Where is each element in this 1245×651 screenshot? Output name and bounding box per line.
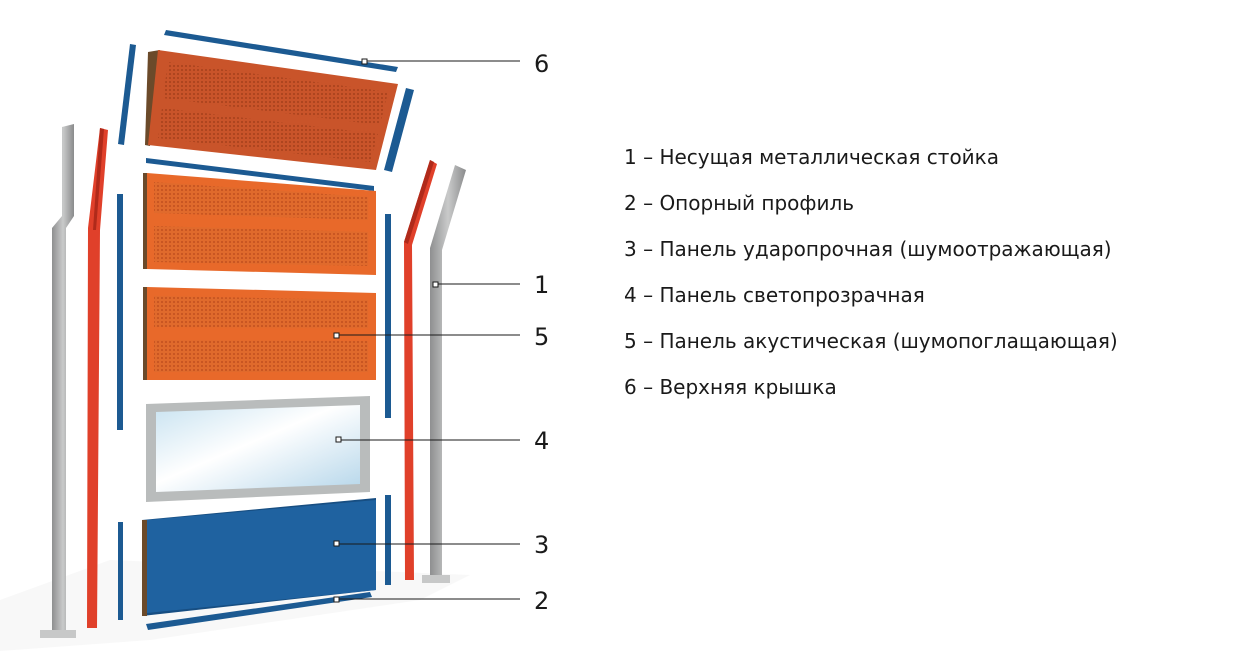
right-blue-profiles [385, 214, 391, 585]
right-red-profile [404, 160, 437, 580]
legend-item: 3 – Панель ударопрочная (шумоотражающая) [624, 237, 1112, 261]
callout-3: 3 [534, 531, 549, 559]
support-profile [146, 592, 372, 630]
callout-1: 1 [534, 271, 549, 299]
impact-panel [142, 498, 376, 616]
legend-item: 5 – Панель акустическая (шумопоглащающая… [624, 329, 1118, 353]
blue-profile-mid [146, 158, 374, 191]
right-metal-post [422, 165, 466, 583]
callout-5: 5 [534, 323, 549, 351]
acoustic-panel-lower [143, 287, 376, 380]
legend: 1 – Несущая металлическая стойка 2 – Опо… [624, 143, 1118, 419]
callout-lines [333, 58, 520, 603]
legend-item: 6 – Верхняя крышка [624, 375, 837, 399]
transparent-panel [146, 396, 370, 502]
acoustic-panel-upper [143, 173, 376, 275]
right-tilted-blue-profile [384, 88, 414, 172]
left-red-profile [87, 128, 108, 628]
top-acoustic-panel [145, 50, 398, 170]
callout-2: 2 [534, 587, 549, 615]
legend-item: 2 – Опорный профиль [624, 191, 855, 215]
legend-item: 1 – Несущая металлическая стойка [624, 145, 1000, 169]
left-blue-profiles [117, 44, 136, 620]
top-cap [164, 30, 398, 72]
callout-4: 4 [534, 427, 549, 455]
callout-6: 6 [534, 50, 549, 78]
left-metal-post [40, 124, 76, 638]
legend-item: 4 – Панель светопрозрачная [624, 283, 925, 307]
